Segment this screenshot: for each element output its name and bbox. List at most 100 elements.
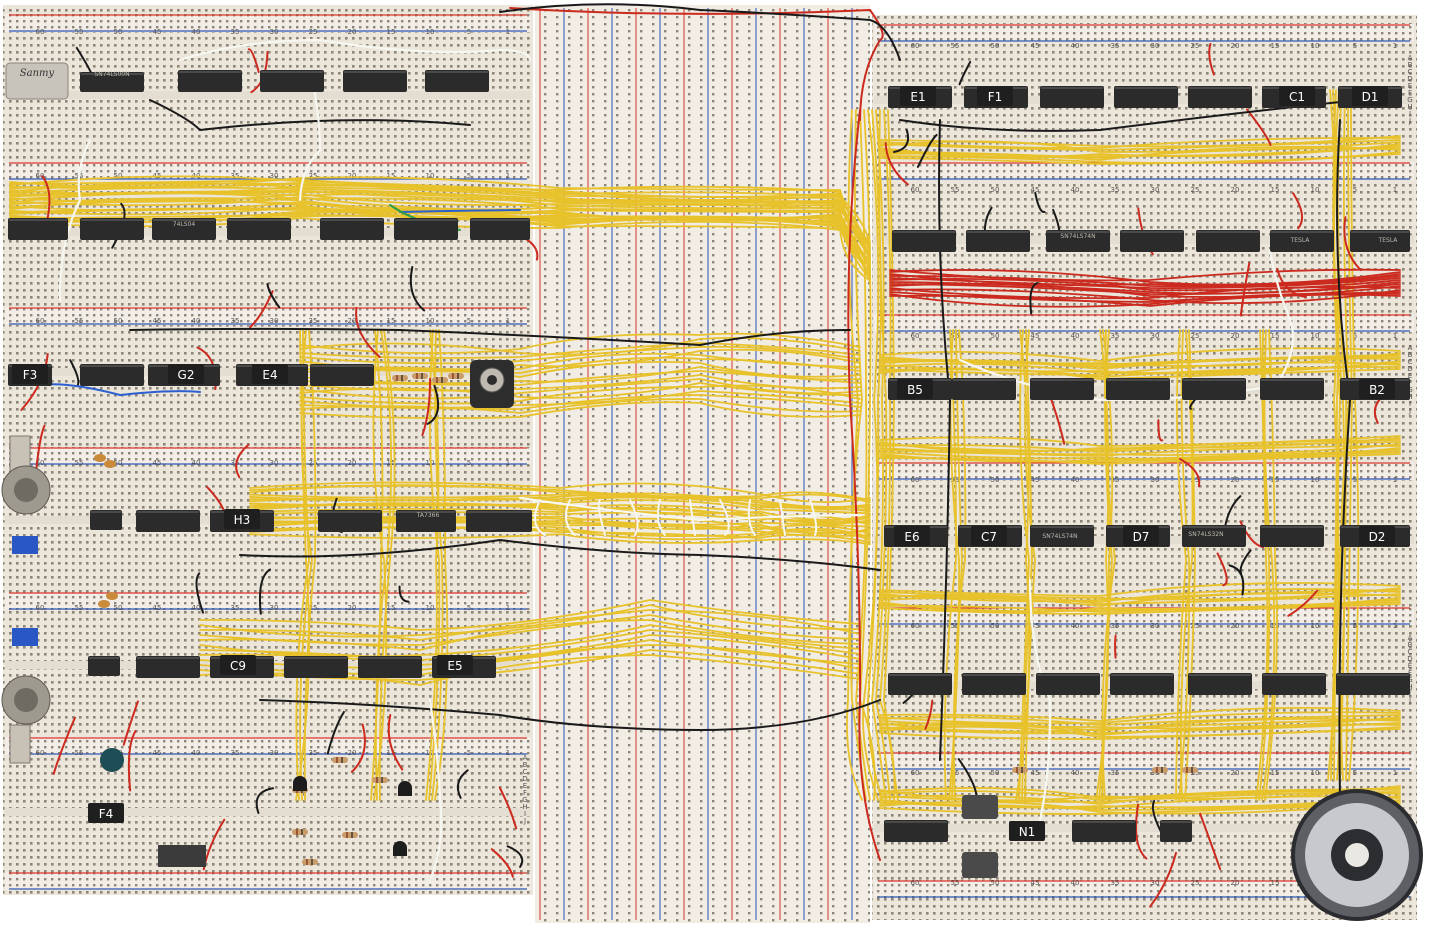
jumper-wire xyxy=(490,848,514,878)
ic-chip-edge xyxy=(1107,379,1169,381)
jumper-wire xyxy=(879,589,1401,603)
chip-label-e4: E4 xyxy=(262,368,277,382)
rail-strip xyxy=(874,752,1414,770)
ic-chip-edge xyxy=(89,657,119,659)
column-number: 10 xyxy=(426,172,435,180)
ic-chip-edge xyxy=(91,511,121,513)
column-number: 40 xyxy=(1071,186,1080,194)
column-number: 50 xyxy=(991,769,1000,777)
jumper-wire xyxy=(266,282,281,309)
jumper-wire xyxy=(879,435,1401,447)
column-number: 40 xyxy=(1071,769,1080,777)
column-number: 40 xyxy=(192,317,201,325)
chip-marking: TESLA xyxy=(1290,237,1311,244)
column-number: 60 xyxy=(36,459,45,467)
jumper-wire xyxy=(178,38,532,62)
jumper-wire xyxy=(1268,248,1295,382)
column-number: 50 xyxy=(991,186,1000,194)
ic-chip-edge xyxy=(1161,821,1191,823)
column-number: 15 xyxy=(387,28,396,36)
jumper-wire xyxy=(1258,329,1271,801)
rail-strip xyxy=(5,737,531,755)
resistor xyxy=(332,757,348,763)
ic-chip xyxy=(1046,230,1110,252)
jumper-wire xyxy=(249,496,871,513)
column-number: 20 xyxy=(1231,476,1240,484)
jumper-wire xyxy=(52,716,76,776)
trimmer-blue-top xyxy=(12,536,38,554)
chip-label-f3: F3 xyxy=(23,368,38,382)
column-number: 10 xyxy=(1311,476,1320,484)
jumper-wire xyxy=(303,329,317,801)
row-letter: C xyxy=(1408,68,1413,76)
jumper-wire xyxy=(879,790,1401,805)
row-letter: D xyxy=(1407,655,1412,663)
column-number: 50 xyxy=(114,317,123,325)
rail-strip xyxy=(874,24,1414,42)
audio-jack xyxy=(470,360,514,408)
column-number: 55 xyxy=(951,332,960,340)
jumper-wire xyxy=(235,443,250,479)
column-number: 20 xyxy=(1231,622,1240,630)
ic-chip xyxy=(1182,378,1246,400)
ic-chip xyxy=(1114,86,1178,108)
column-number: 10 xyxy=(1311,622,1320,630)
jumper-wire xyxy=(249,499,871,515)
column-number: 60 xyxy=(36,749,45,757)
ic-chip-edge xyxy=(1271,231,1333,233)
jumper-wire xyxy=(924,699,934,730)
row-letter: E xyxy=(1408,662,1412,670)
jumper-wire xyxy=(58,138,92,302)
column-number: 25 xyxy=(309,749,318,757)
ic-chip-edge xyxy=(1121,231,1183,233)
jumper-wire xyxy=(1179,458,1201,488)
row-letter: E xyxy=(1408,82,1412,90)
ic-chip-edge xyxy=(137,657,199,659)
jumper-wire xyxy=(657,499,666,536)
column-number: 55 xyxy=(75,317,84,325)
jumper-wire xyxy=(1028,578,1052,822)
row-letter: I xyxy=(1409,400,1411,408)
jumper-wire xyxy=(879,153,1401,165)
column-number: 50 xyxy=(991,42,1000,50)
column-number: 60 xyxy=(911,42,920,50)
ic-chip xyxy=(318,510,382,532)
jumper-wire xyxy=(299,370,861,386)
chip-label-bg xyxy=(88,803,124,823)
row-letter: I xyxy=(524,810,526,818)
column-number: 40 xyxy=(1071,879,1080,887)
row-letter: B xyxy=(1408,351,1413,359)
resistor xyxy=(1182,767,1198,773)
ic-chip-edge xyxy=(467,511,531,513)
chip-label-d2: D2 xyxy=(1369,530,1386,544)
ic-chip xyxy=(962,673,1026,695)
resistor xyxy=(302,859,318,865)
row-letter: E xyxy=(523,782,527,790)
column-number: 35 xyxy=(1111,879,1120,887)
jumper-wire xyxy=(629,499,639,536)
column-number: 20 xyxy=(348,28,357,36)
row-letter: F xyxy=(1408,669,1412,677)
row-letter: H xyxy=(1407,103,1412,111)
ic-chip-edge xyxy=(1047,231,1109,233)
ic-chip-edge xyxy=(1261,379,1323,381)
column-number: 60 xyxy=(911,879,920,887)
chip-marking: TESLA xyxy=(1378,237,1399,244)
column-number: 20 xyxy=(348,172,357,180)
jumper-wire xyxy=(889,283,1401,295)
rail-strip xyxy=(874,162,1414,180)
column-number: 40 xyxy=(192,604,201,612)
ic-chip xyxy=(1260,525,1324,547)
jumper-wire xyxy=(199,629,861,661)
row-letter: A xyxy=(1408,54,1413,62)
ic-chip-edge xyxy=(179,71,241,73)
column-number: 15 xyxy=(387,604,396,612)
ic-chip-edge xyxy=(471,219,529,221)
jumper-wire xyxy=(893,128,910,153)
ic-chip xyxy=(966,230,1030,252)
jumper-wire xyxy=(879,441,1401,453)
column-number: 30 xyxy=(270,749,279,757)
chip-marking: TA7366 xyxy=(416,512,440,519)
chip-label-b5: B5 xyxy=(907,383,923,397)
